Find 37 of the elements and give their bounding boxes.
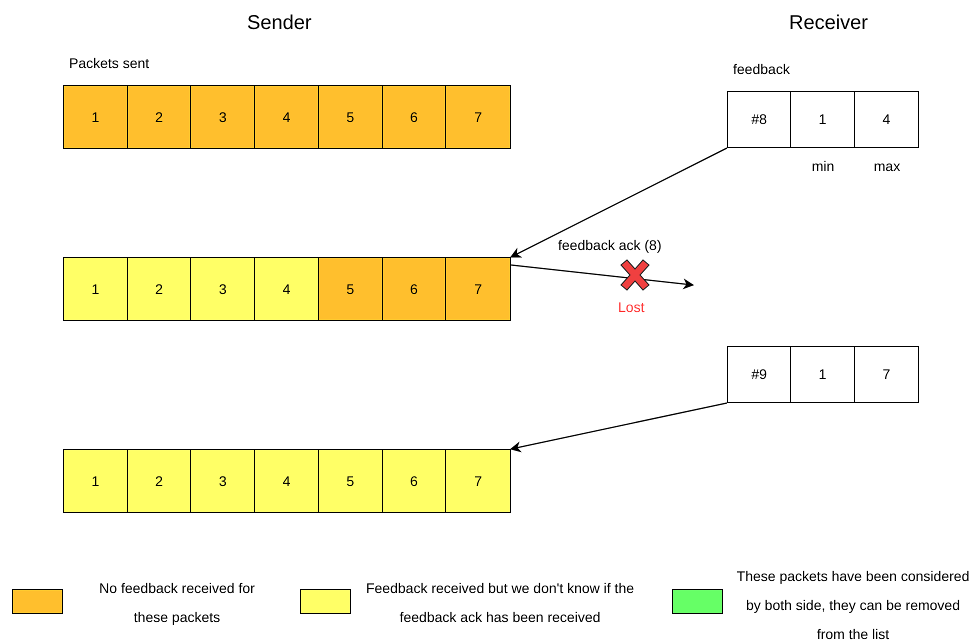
cell-caption: max <box>872 157 902 176</box>
legend-text: These packets have been considered by both side, they can be removed from the list <box>736 567 970 641</box>
packet-cell: 6 <box>382 86 446 148</box>
packet-cell: 2 <box>128 86 192 148</box>
packet-row <box>63 449 511 513</box>
packet-cell: 4 <box>255 86 319 148</box>
group-heading: feedback <box>733 60 790 79</box>
cell-caption: min <box>810 157 836 176</box>
packet-row <box>727 346 919 403</box>
status-label: Lost <box>618 298 644 317</box>
packet-row <box>63 257 511 321</box>
packet-cell: 6 <box>382 450 446 512</box>
packet-cell: 3 <box>191 86 256 148</box>
arrow <box>510 402 728 452</box>
column-heading: Receiver <box>789 11 868 36</box>
packet-cell: 7 <box>446 258 510 320</box>
packet-cell: 1 <box>64 258 128 320</box>
legend-text: No feedback received for these packets <box>98 579 256 627</box>
packet-cell: 5 <box>318 258 383 320</box>
packet-cell: 4 <box>255 450 319 512</box>
group-heading: Packets sent <box>69 54 150 73</box>
packet-cell: 2 <box>128 450 192 512</box>
arrow <box>510 264 694 290</box>
packet-cell: 3 <box>191 258 256 320</box>
legend-text: Feedback received but we don't know if the feedback ack has been received <box>364 579 636 627</box>
packet-cell: 3 <box>191 450 256 512</box>
packet-cell: 5 <box>318 450 383 512</box>
packet-cell: 7 <box>446 450 510 512</box>
packet-cell: 1 <box>64 86 128 148</box>
packet-cell: 2 <box>128 258 192 320</box>
packet-cell: 4 <box>255 258 319 320</box>
packet-cell: 5 <box>318 86 383 148</box>
arrow <box>510 147 728 258</box>
packet-cell: 6 <box>382 258 446 320</box>
packet-cell: 1 <box>64 450 128 512</box>
packet-cell: 7 <box>446 86 510 148</box>
column-heading: Sender <box>247 11 312 36</box>
